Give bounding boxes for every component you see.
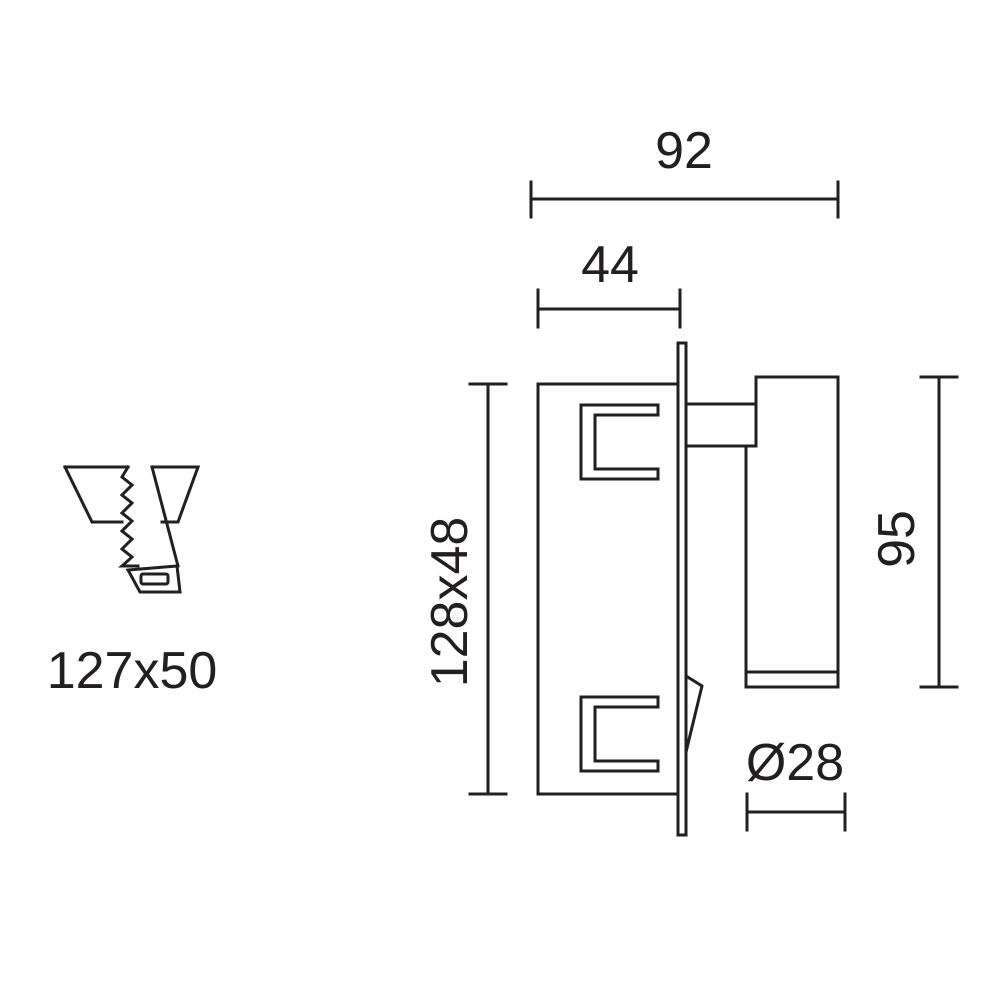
dimension-overall-width: 92 <box>529 122 840 219</box>
clip-base <box>125 564 182 594</box>
overall-width-label: 92 <box>655 122 713 180</box>
cutout-label: 127x50 <box>47 642 218 700</box>
lamp-head <box>744 375 840 689</box>
lower-spring-clip <box>579 695 660 773</box>
wall-section-right <box>150 465 201 524</box>
recessed-body <box>536 382 680 796</box>
head-diameter-label: Ø28 <box>746 734 844 792</box>
upper-spring-clip <box>579 403 660 481</box>
serrated-clip <box>118 464 140 568</box>
dimension-body-size: 128x48 <box>421 382 508 796</box>
body-size-label: 128x48 <box>421 517 479 688</box>
arm-connector <box>684 402 758 448</box>
switch-wedge <box>684 673 704 753</box>
fixture-side-view <box>536 341 840 837</box>
front-plate <box>676 341 688 837</box>
dimension-body-depth: 44 <box>536 236 682 329</box>
body-depth-label: 44 <box>581 236 639 294</box>
dimension-head-diameter: Ø28 <box>745 734 847 832</box>
head-height-label: 95 <box>868 510 926 568</box>
clip-slot <box>139 572 170 586</box>
wall-section-left <box>62 464 130 524</box>
dimension-head-height: 95 <box>868 375 959 689</box>
clip-edge <box>150 465 180 568</box>
installation-detail: 127x50 <box>47 464 218 700</box>
